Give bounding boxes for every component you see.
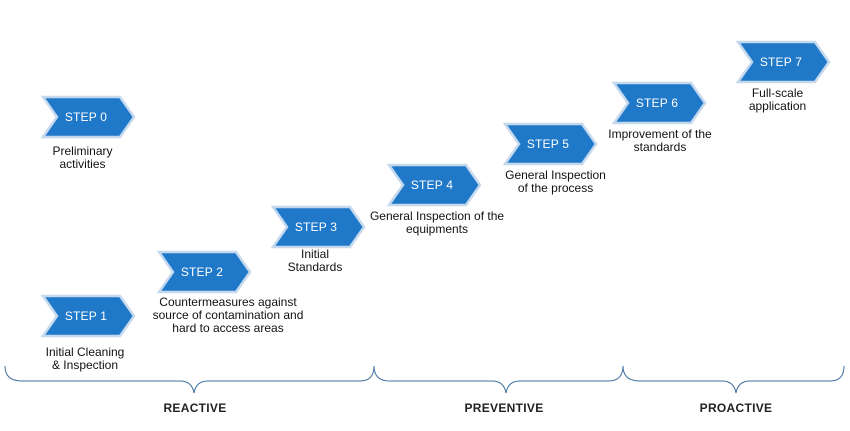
chevron-shape	[386, 163, 482, 207]
chevron-shape	[156, 250, 252, 294]
caption-line: source of contamination and	[152, 308, 304, 322]
phase-reactive-label: REACTIVE	[163, 401, 227, 415]
caption-line: Full-scale	[751, 86, 804, 100]
chevron-shape	[502, 122, 598, 166]
caption-line: General Inspection	[505, 168, 606, 182]
step-4-caption: General Inspection of the equipments	[362, 210, 512, 236]
caption-line: equipments	[405, 222, 469, 236]
step-1-caption: Initial Cleaning & Inspection	[20, 346, 150, 372]
step-7-chevron: STEP 7	[735, 40, 831, 84]
step-3-caption: Initial Standards	[265, 248, 365, 274]
caption-line: standards	[633, 140, 687, 154]
phase-proactive-label: PROACTIVE	[699, 401, 773, 415]
step-5-caption: General Inspection of the process	[493, 169, 618, 195]
chevron-shape	[40, 294, 136, 338]
chevron-shape	[735, 40, 831, 84]
caption-line: Standards	[287, 260, 343, 274]
proactive-brace	[622, 365, 845, 394]
caption-line: activities	[59, 157, 106, 171]
step-2-caption: Countermeasures against source of contam…	[143, 296, 313, 335]
step-3-chevron: STEP 3	[270, 205, 366, 249]
step-1-label: STEP 1	[64, 309, 108, 323]
caption-line: Initial	[300, 247, 329, 261]
caption-line: General Inspection of the	[369, 209, 505, 223]
step-3-label: STEP 3	[294, 220, 338, 234]
chevron-shape	[611, 81, 707, 125]
step-1-chevron: STEP 1	[40, 294, 136, 338]
step-0-chevron: STEP 0	[40, 95, 136, 139]
step-0-label: STEP 0	[64, 110, 108, 124]
step-6-chevron: STEP 6	[611, 81, 707, 125]
reactive-brace	[4, 365, 375, 394]
step-5-chevron: STEP 5	[502, 122, 598, 166]
step-7-caption: Full-scale application	[725, 87, 830, 113]
caption-line: Preliminary	[52, 144, 113, 158]
phase-preventive-label: PREVENTIVE	[464, 401, 544, 415]
caption-line: application	[748, 99, 807, 113]
chevron-shape	[40, 95, 136, 139]
caption-line: of the process	[517, 181, 594, 195]
step-4-label: STEP 4	[410, 178, 454, 192]
step-4-chevron: STEP 4	[386, 163, 482, 207]
caption-line: & Inspection	[51, 358, 119, 372]
chevron-shape	[270, 205, 366, 249]
caption-line: hard to access areas	[172, 321, 284, 335]
step-6-label: STEP 6	[635, 96, 679, 110]
step-5-label: STEP 5	[526, 137, 570, 151]
step-6-caption: Improvement of the standards	[595, 128, 725, 154]
caption-line: Improvement of the	[608, 127, 712, 141]
step-2-chevron: STEP 2	[156, 250, 252, 294]
caption-line: Countermeasures against	[159, 295, 297, 309]
caption-line: Initial Cleaning	[45, 345, 125, 359]
step-2-label: STEP 2	[180, 265, 224, 279]
preventive-brace	[373, 365, 624, 394]
step-7-label: STEP 7	[759, 55, 803, 69]
step-0-caption: Preliminary activities	[20, 145, 145, 171]
